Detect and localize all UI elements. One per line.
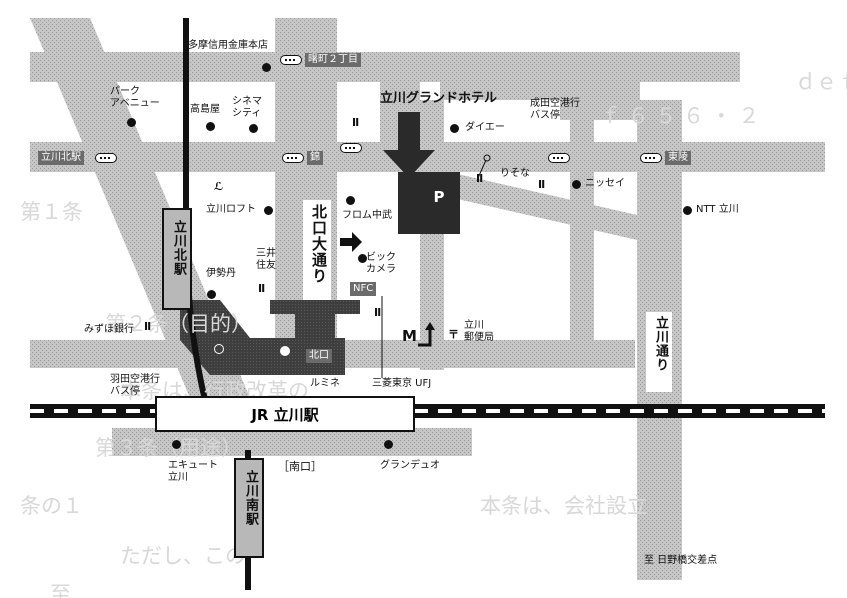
label-isetan: 伊勢丹 [206, 268, 236, 279]
tachikawa-dori-label: 立川通り [646, 312, 672, 392]
bg-text-4: 第２条（目的） [105, 312, 252, 336]
label-mizuho: みずほ銀行 [84, 324, 134, 335]
mufj-bank-icon: Ⅱ [374, 306, 382, 319]
station-plaza [180, 300, 345, 375]
bg-text-6: 第３条（用途） [95, 436, 242, 460]
road-diagonal-east [440, 170, 637, 240]
road-east-upper [560, 100, 640, 120]
intersection-tachikawa-kita-eki: 立川北駅 [38, 151, 84, 165]
dot-from-nakamu [346, 196, 355, 205]
bg-text-8: 条の１ [20, 494, 83, 518]
resona-bank-icon: Ⅱ [538, 178, 546, 191]
bg-text-10: 至 [50, 582, 71, 598]
label-takashimaya: 高島屋 [190, 104, 220, 115]
post-arrow [418, 330, 432, 347]
signal-icon [282, 153, 304, 163]
mizuho-icon: Ⅱ [352, 116, 360, 129]
tachikawa-kita-label: 立川北駅 [171, 220, 186, 276]
label-hino-bridge: 至 日野橋交差点 [644, 555, 718, 566]
intersection-minamiguchi: ［南口］ [278, 460, 322, 473]
dot-bic-camera [358, 254, 367, 263]
signal-icon [548, 153, 570, 163]
bank-icon: Ⅱ [476, 172, 484, 185]
label-tachikawa-loft: 立川ロフト [206, 204, 256, 215]
label-from-nakamu: フロム中武 [342, 210, 392, 221]
dot-isetan [207, 290, 216, 299]
pedestrian-deck [295, 310, 335, 338]
label-mufj: 三菱東京 UFJ [372, 378, 432, 389]
kitaguchi-odori-label: 北口大通り [303, 200, 331, 300]
label-nissei: ニッセイ [585, 178, 625, 189]
jr-tachikawa-station: JR 立川駅 [155, 396, 415, 432]
dot-park-avenue [127, 118, 136, 127]
signal-icon [640, 153, 662, 163]
mitsui-bank-icon: Ⅱ [258, 282, 266, 295]
label-tachikawa-post: 立川 郵便局 [464, 320, 494, 343]
jr-station-label: JR 立川駅 [251, 405, 319, 424]
label-grand-duo: グランデュオ [380, 460, 440, 471]
dot-nissei [572, 180, 581, 189]
dot-grand-duo [384, 440, 393, 449]
bg-text-1: ｄｅｆｇ・ｇｓｙｄ [795, 70, 847, 94]
post-office-icon: 〒 [448, 328, 459, 341]
nfc-tag: NFC [350, 282, 377, 296]
signal-icon [95, 153, 117, 163]
intersection-kita-sen: 錦 [307, 151, 323, 165]
tachikawa-minami-station: 立川南駅 [234, 458, 264, 558]
signal-icon [340, 143, 362, 153]
bg-text-3: ｆ ６ ５ ６ ・ ２ [600, 104, 760, 128]
road-mid-vertical [420, 100, 444, 370]
loft-icon: ℒ [214, 180, 224, 193]
dot-cinema-city [249, 124, 258, 133]
bg-text-9: ただし、この [120, 544, 246, 568]
signal-icon [280, 55, 302, 65]
dot-ecute [172, 440, 181, 449]
hotel-arrow [383, 112, 435, 178]
plaza-marker [280, 346, 290, 356]
bus-stop-line [477, 159, 487, 179]
label-haneda-bus: 羽田空港行 バス停 [110, 374, 160, 397]
intersection-higashi: 東陵 [665, 151, 691, 165]
label-narita-bus: 成田空港行 バス停 [530, 98, 580, 121]
label-ecute: エキュート 立川 [168, 460, 218, 483]
dot-ntt [683, 206, 692, 215]
bg-text-7: 本条は、会社設立 [480, 494, 648, 518]
label-daiei: ダイエー [465, 122, 505, 133]
dot-daiei [450, 124, 459, 133]
bic-arrow [340, 232, 362, 252]
label-resona: りそな [500, 168, 530, 179]
label-ntt: NTT 立川 [696, 204, 739, 215]
bus-stop-marker [214, 344, 224, 354]
hotel-building [398, 172, 460, 234]
label-cinema-city: シネマ シティ [232, 96, 262, 119]
intersection-akebono2: 曙町２丁目 [305, 53, 361, 67]
tachikawa-kita-station: 立川北駅 [162, 208, 192, 310]
label-mitsui-sumitomo: 三井 住友 [256, 248, 276, 271]
label-tama-shinkin: 多摩信用金庫本店 [188, 40, 268, 51]
label-park-avenue: パーク アベニュー [110, 86, 160, 109]
dot-takashimaya [206, 122, 215, 131]
intersection-kitaguchi: 北口 [306, 349, 332, 363]
hotel-name: 立川グランドホテル [380, 91, 498, 106]
mizuho-bank-icon: Ⅱ [144, 320, 152, 333]
label-bic-camera: ビック カメラ [366, 252, 396, 275]
label-lumine: ルミネ [310, 378, 340, 389]
tachikawa-minami-label: 立川南駅 [243, 470, 258, 526]
pedestrian-deck-bar [270, 300, 360, 314]
dot-tama-shinkin [262, 63, 271, 72]
bg-text-2: 第１条 [20, 200, 83, 224]
parking-icon: P [433, 188, 445, 206]
dot-loft [264, 206, 273, 215]
road-upper-mid [440, 72, 640, 100]
mcdonalds-icon: M [402, 327, 417, 345]
